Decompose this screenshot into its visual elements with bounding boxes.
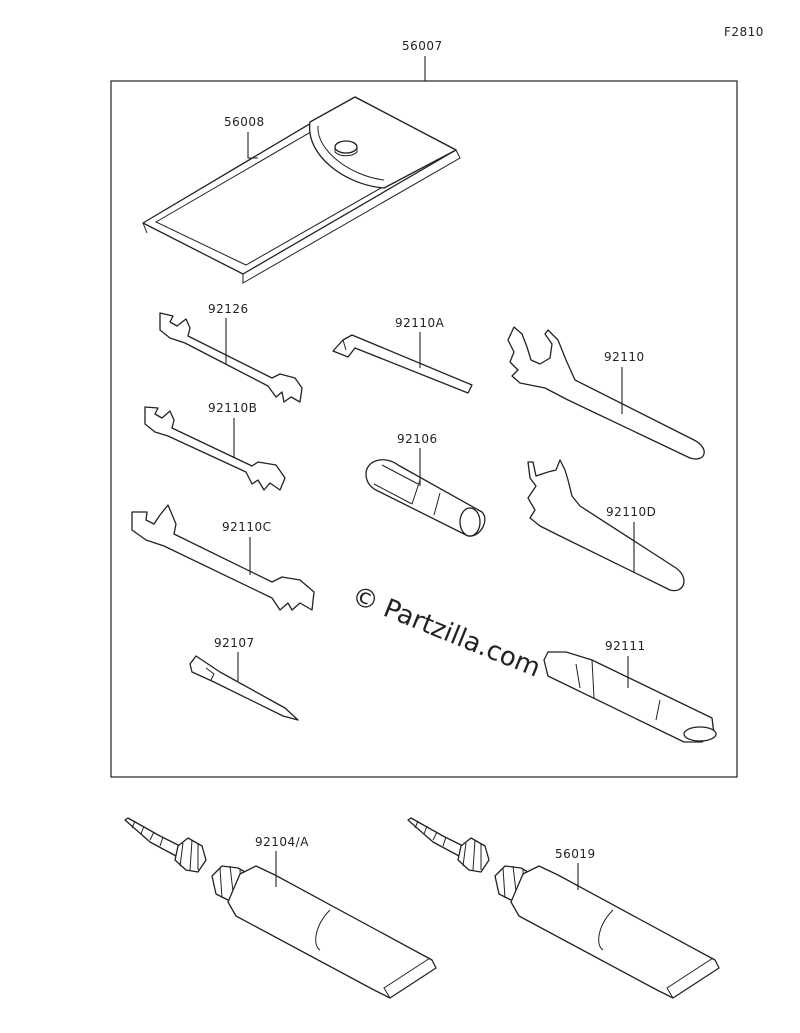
- grease-tube-92104A[interactable]: [124, 817, 437, 999]
- wrench-92126[interactable]: [159, 312, 303, 403]
- hex-key-92110A[interactable]: [332, 334, 473, 394]
- tool-kit-frame: [110, 80, 738, 778]
- leader-56008: [247, 132, 258, 159]
- spanner-92110[interactable]: [507, 326, 705, 460]
- plug-wrench-92106[interactable]: [365, 459, 486, 537]
- part-label-56019[interactable]: 56019: [555, 847, 596, 861]
- part-label-92110C[interactable]: 92110C: [222, 520, 272, 534]
- watermark: © Partzilla.com: [347, 581, 544, 684]
- grease-tube-56019[interactable]: [407, 817, 720, 999]
- spanner-92110D[interactable]: [527, 459, 685, 592]
- part-label-92104A[interactable]: 92104/A: [255, 835, 309, 849]
- part-label-56007[interactable]: 56007: [402, 39, 443, 53]
- part-label-92110[interactable]: 92110: [604, 350, 645, 364]
- part-label-92126[interactable]: 92126: [208, 302, 249, 316]
- screwdriver-92107[interactable]: [189, 655, 299, 721]
- part-label-92111[interactable]: 92111: [605, 639, 646, 653]
- part-label-92107[interactable]: 92107: [214, 636, 255, 650]
- part-label-92110B[interactable]: 92110B: [208, 401, 257, 415]
- wrench-92110C[interactable]: [131, 504, 315, 611]
- part-label-92106[interactable]: 92106: [397, 432, 438, 446]
- wrench-92110B[interactable]: [144, 406, 286, 491]
- part-label-92110A[interactable]: 92110A: [395, 316, 445, 330]
- tool-bag-92111[interactable]: [543, 651, 717, 743]
- tool-case-56008[interactable]: [142, 96, 461, 284]
- part-label-56008[interactable]: 56008: [224, 115, 265, 129]
- part-label-92110D[interactable]: 92110D: [606, 505, 656, 519]
- figure-id: F2810: [724, 25, 764, 39]
